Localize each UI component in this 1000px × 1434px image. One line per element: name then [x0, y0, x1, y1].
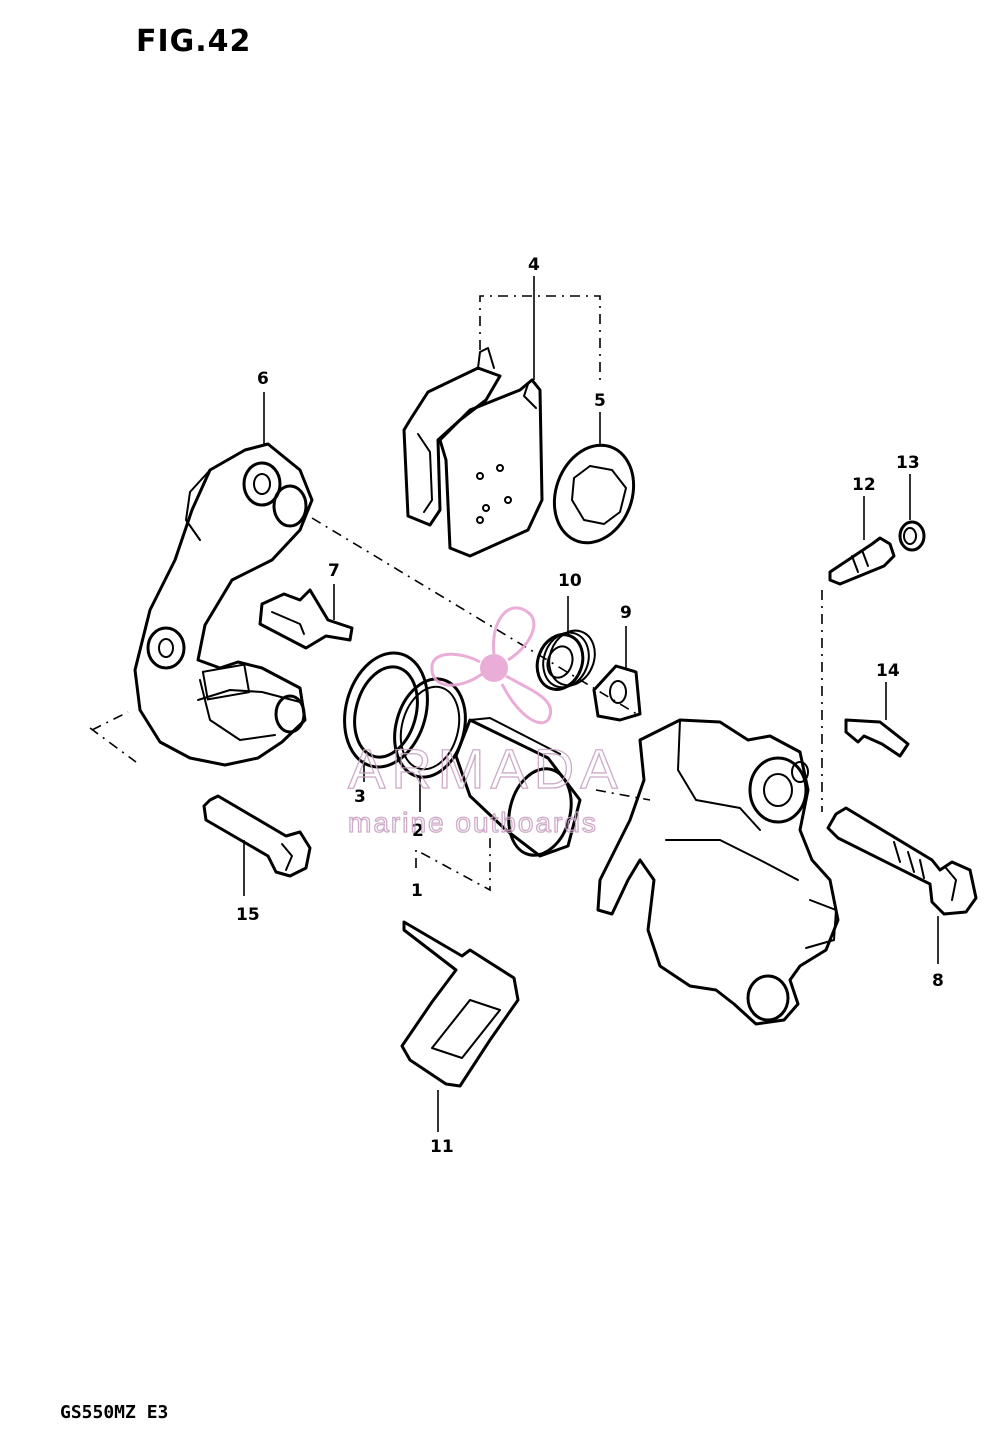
- callout-14: 14: [876, 661, 900, 681]
- caliper-piston[interactable]: [454, 717, 582, 862]
- callout-6: 6: [257, 369, 269, 389]
- caliper-mounting-bolt[interactable]: [826, 806, 978, 916]
- pad-shim[interactable]: [541, 434, 647, 554]
- holder-bolt[interactable]: [202, 794, 312, 878]
- boot-spring[interactable]: [530, 624, 602, 696]
- model-code: GS550MZ E3: [60, 1402, 169, 1423]
- caliper-holder-bracket[interactable]: [133, 442, 314, 767]
- pad-spring[interactable]: [258, 588, 354, 650]
- callout-10: 10: [558, 571, 582, 591]
- seal-washer[interactable]: [592, 664, 642, 722]
- dust-seal[interactable]: [332, 644, 439, 777]
- bleeder-valve[interactable]: [828, 536, 896, 586]
- watermark-brand: ARMADA: [348, 737, 624, 800]
- callout-2: 2: [412, 821, 424, 841]
- bleeder-cap[interactable]: [898, 520, 926, 552]
- callout-9: 9: [620, 603, 632, 623]
- callout-8: 8: [932, 971, 944, 991]
- callout-15: 15: [236, 905, 260, 925]
- callout-3: 3: [354, 787, 366, 807]
- figure-title: FIG.42: [136, 24, 252, 59]
- callout-11: 11: [430, 1137, 454, 1157]
- callout-5: 5: [594, 391, 606, 411]
- watermark-tagline: marine outboards: [348, 807, 598, 838]
- brake-pad-set[interactable]: [402, 347, 544, 558]
- propeller-logo-icon: [430, 606, 553, 725]
- callout-13: 13: [896, 453, 920, 473]
- assembly-lines: [89, 517, 823, 812]
- callout-12: 12: [852, 475, 876, 495]
- callout-7: 7: [328, 561, 340, 581]
- armada-watermark: ARMADA marine outboards: [347, 606, 624, 839]
- callout-4: 4: [528, 255, 540, 275]
- callout-1: 1: [411, 881, 423, 901]
- callout-labels: 1 2 3 4 5 6 7 8 9 10 11 12 13 14 15: [236, 255, 944, 1157]
- pad-holder-clip[interactable]: [400, 920, 520, 1088]
- leader-lines: [243, 276, 939, 1132]
- pad-retaining-clip[interactable]: [844, 718, 910, 758]
- caliper-body[interactable]: [596, 718, 840, 1026]
